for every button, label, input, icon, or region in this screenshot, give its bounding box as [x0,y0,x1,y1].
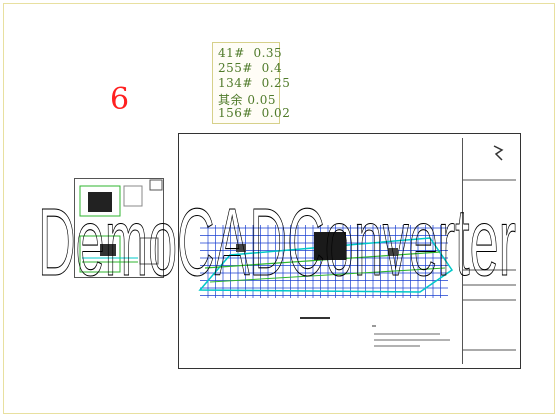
legend-row: 134# 0.25 [218,76,291,90]
legend-row: 41# 0.35 [218,46,283,60]
small-detail-sheet [74,178,164,278]
main-drawing-sheet [178,133,521,369]
watermark-text: DemoCADConverter [38,189,516,296]
drawing-frame [3,3,555,414]
small-sheet-content [79,179,163,273]
drawing-number: 6 [110,82,130,117]
legend-row: 156# 0.02 [218,106,291,120]
legend-row: 255# 0.4 [218,61,283,75]
lineweight-legend: 41# 0.35 255# 0.4 134# 0.25 其余 0.05 156#… [212,42,290,124]
title-block-lines [462,145,516,351]
title-block [462,138,517,364]
legend-row: 其余 0.05 [218,93,277,107]
notes-block [300,317,450,347]
building-outline [198,232,454,293]
